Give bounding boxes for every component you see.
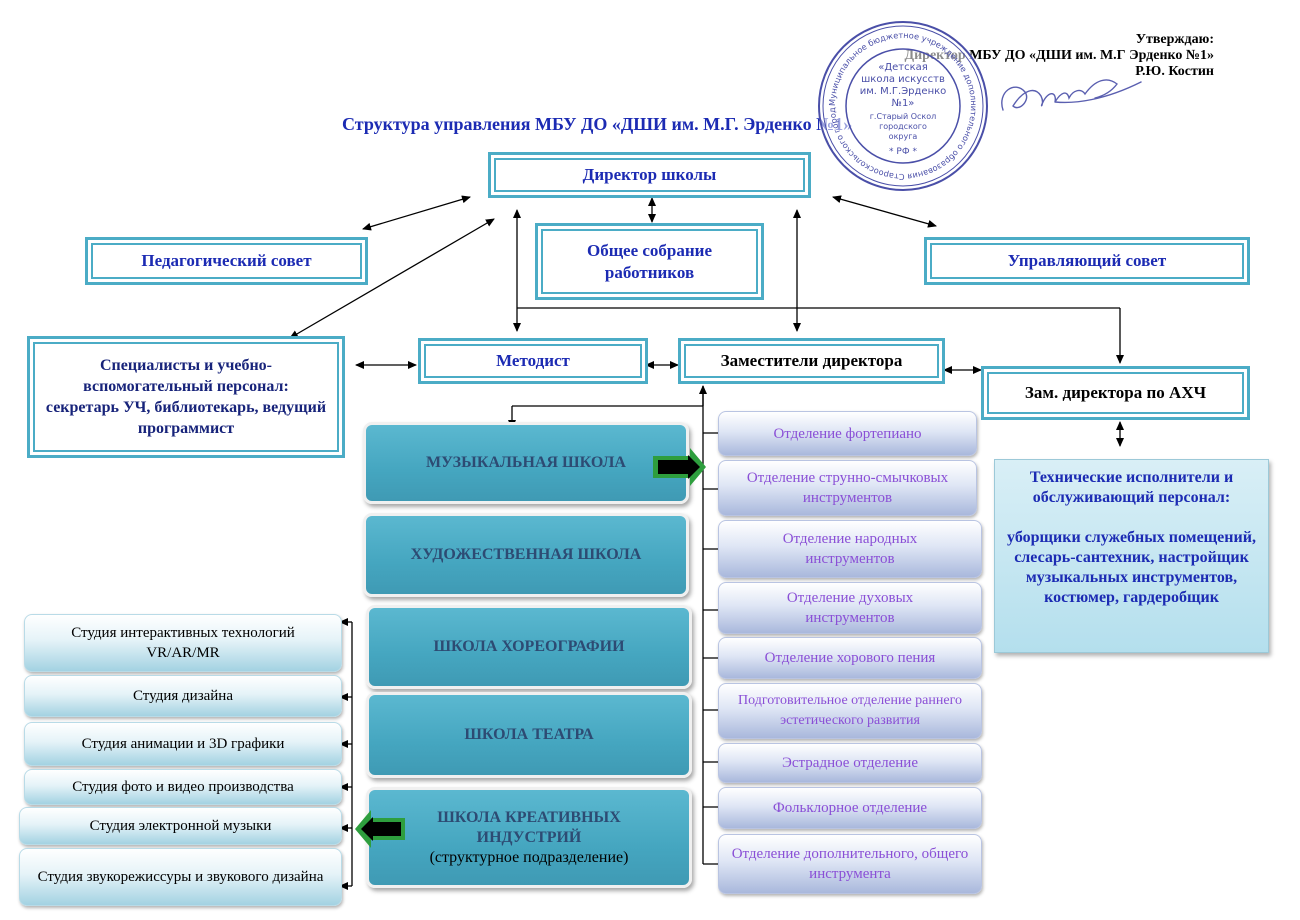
ped-council-label: Педагогический совет [91,243,362,279]
dept-item: Отделение духовых инструментов [718,582,982,634]
studio-label: Студия интерактивных технологий VR/AR/MR [71,625,295,661]
dept-item: Отделение народных инструментов [718,520,982,578]
school-music: МУЗЫКАЛЬНАЯ ШКОЛА [363,422,689,504]
dept-label: Отделение дополнительного, общего инстру… [731,846,969,882]
director-label: Директор школы [494,158,805,192]
studio-item: Студия интерактивных технологий VR/AR/MR [24,614,342,672]
studio-item: Студия звукорежиссуры и звукового дизайн… [19,848,342,906]
methodist-label: Методист [424,344,642,378]
dept-item: Отделение хорового пения [718,637,982,679]
studio-label: Студия фото и видео производства [72,779,294,795]
school-name: ШКОЛА КРЕАТИВНЫХ ИНДУСТРИЙ [437,809,621,846]
dept-item: Эстрадное отделение [718,743,982,783]
deputies-label: Заместители директора [684,344,939,378]
box-pedagogical-council: Педагогический совет [85,237,368,285]
box-director: Директор школы [488,152,811,198]
general-meeting-label: Общее собрание работников [541,229,758,294]
page-title: Структура управления МБУ ДО «ДШИ им. М.Г… [342,114,853,134]
dept-label: Отделение фортепиано [773,425,922,442]
approval-block: Утверждаю: Директор МБУ ДО «ДШИ им. М.Г … [904,32,1214,80]
dept-label: Подготовительное отделение раннего эстет… [738,693,962,728]
dept-label: Эстрадное отделение [781,755,918,771]
approval-line-3: Р.Ю. Костин [1135,64,1214,79]
studio-label: Студия звукорежиссуры и звукового дизайн… [37,869,324,885]
school-theatre: ШКОЛА ТЕАТРА [366,692,692,778]
governing-council-label: Управляющий совет [930,243,1244,279]
school-name: ХУДОЖЕСТВЕННАЯ ШКОЛА [410,546,642,563]
box-specialists: Специалисты и учебно-вспомогательный пер… [27,336,345,458]
approval-line-1: Утверждаю: [1135,32,1214,47]
school-name: ШКОЛА ХОРЕОГРАФИИ [433,638,625,655]
specialists-label: Специалисты и учебно-вспомогательный пер… [33,342,339,452]
deputy-ahch-label: Зам. директора по АХЧ [987,372,1244,414]
box-deputy-ahch: Зам. директора по АХЧ [981,366,1250,420]
studio-item: Студия дизайна [24,675,342,717]
dept-item: Отделение дополнительного, общего инстру… [718,834,982,894]
staff-heading: Технические исполнители и обслуживающий … [1029,469,1234,506]
dept-label: Фольклорное отделение [772,800,928,816]
box-governing-council: Управляющий совет [924,237,1250,285]
studio-label: Студия дизайна [133,688,233,704]
staff-body: уборщики служебных помещений, слесарь-са… [1007,529,1256,606]
school-choreography: ШКОЛА ХОРЕОГРАФИИ [366,605,692,689]
box-deputies: Заместители директора [678,338,945,384]
studio-item: Студия фото и видео производства [24,769,342,805]
studio-item: Студия электронной музыки [19,807,342,845]
dept-item: Подготовительное отделение раннего эстет… [718,683,982,739]
studio-item: Студия анимации и 3D графики [24,722,342,766]
studio-label: Студия анимации и 3D графики [81,736,285,752]
school-name: ШКОЛА ТЕАТРА [464,726,594,743]
studio-label: Студия электронной музыки [89,818,272,834]
box-general-meeting: Общее собрание работников [535,223,764,300]
school-name: МУЗЫКАЛЬНАЯ ШКОЛА [426,454,626,471]
dept-label: Отделение струнно-смычковых инструментов [746,470,949,506]
school-art: ХУДОЖЕСТВЕННАЯ ШКОЛА [363,513,689,597]
school-creative-industries: ШКОЛА КРЕАТИВНЫХ ИНДУСТРИЙ (структурное … [366,787,692,888]
dept-item: Отделение фортепиано [718,411,977,456]
box-technical-staff: Технические исполнители и обслуживающий … [994,459,1269,653]
dept-label: Отделение духовых инструментов [786,590,914,626]
dept-item: Отделение струнно-смычковых инструментов [718,460,977,516]
dept-label: Отделение народных инструментов [782,531,918,567]
approval-line-2: Директор МБУ ДО «ДШИ им. М.Г Эрденко №1» [904,48,1214,63]
dept-label: Отделение хорового пения [764,650,936,666]
box-methodist: Методист [418,338,648,384]
dept-item: Фольклорное отделение [718,787,982,829]
school-subtitle: (структурное подразделение) [429,849,629,866]
